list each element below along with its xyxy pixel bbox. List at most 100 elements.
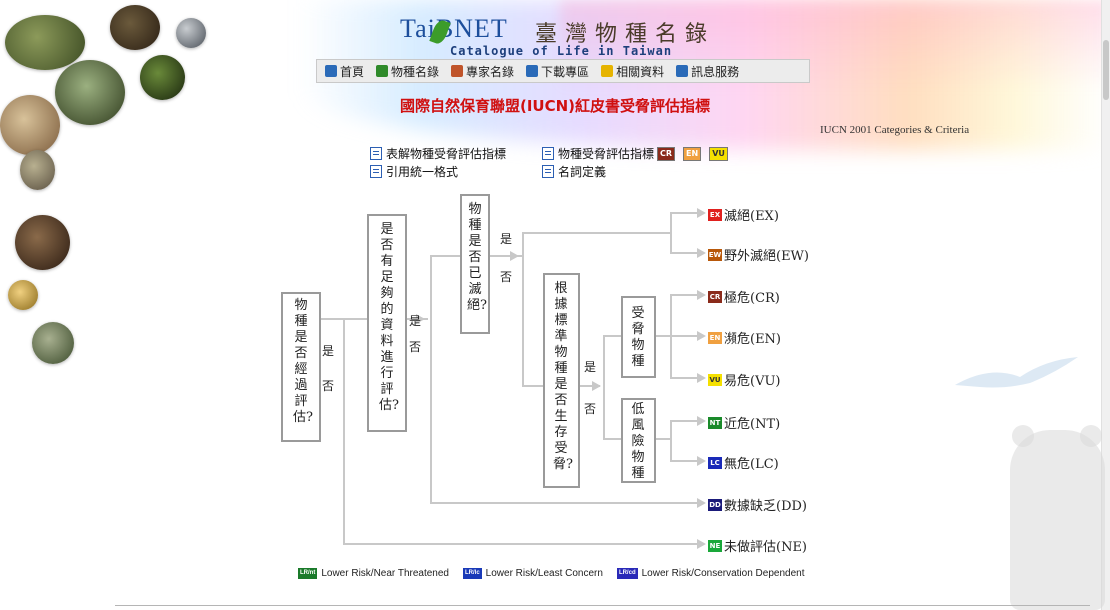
badge-vu[interactable]: VU bbox=[709, 146, 728, 161]
nav-item-label[interactable]: 相關資料 bbox=[616, 64, 665, 79]
lc-badge-icon: LC bbox=[708, 456, 722, 469]
category-cr-label[interactable]: 極危(CR) bbox=[724, 291, 780, 306]
document-icon bbox=[370, 165, 382, 178]
q3-text: 物種是否已滅絕? bbox=[467, 202, 487, 313]
threatened-box: 受脅物種 bbox=[621, 296, 656, 378]
category-ex-label[interactable]: 滅絕(EX) bbox=[724, 209, 779, 224]
q4-box: 根據標準物種是否生存受脅? bbox=[543, 273, 580, 488]
citation-link[interactable]: 引用統一格式 bbox=[370, 163, 458, 180]
low-risk-text: 低風險物種 bbox=[631, 402, 645, 481]
threatened-text: 受脅物種 bbox=[631, 306, 645, 369]
lr-lc-badge-icon: LR/lc bbox=[462, 568, 482, 579]
nav-item-label[interactable]: 訊息服務 bbox=[691, 64, 740, 79]
citation-link-label[interactable]: 引用統一格式 bbox=[386, 165, 459, 179]
badge-en[interactable]: EN bbox=[683, 146, 702, 161]
document-icon bbox=[370, 147, 382, 160]
q3-no: 否 bbox=[500, 270, 513, 284]
category-lc-label[interactable]: 無危(LC) bbox=[724, 457, 779, 472]
photo-spider bbox=[15, 215, 70, 270]
category-ew-label[interactable]: 野外滅絕(EW) bbox=[724, 249, 809, 264]
criteria-version: IUCN 2001 Categories & Criteria bbox=[820, 124, 970, 136]
document-icon bbox=[542, 165, 554, 178]
ne-badge-icon: NE bbox=[708, 539, 722, 552]
low-risk-box: 低風險物種 bbox=[621, 398, 656, 483]
species-photo-collage bbox=[0, 0, 215, 380]
q2-box: 是否有足夠的資料進行評估? bbox=[367, 214, 407, 432]
lr-cd-badge-icon: LR/cd bbox=[616, 568, 638, 579]
nav-item-2[interactable]: 專家名錄 bbox=[451, 63, 514, 80]
q2-text: 是否有足夠的資料進行評估? bbox=[379, 222, 399, 413]
vertical-scrollbar[interactable] bbox=[1101, 0, 1110, 610]
q3-yes: 是 bbox=[500, 232, 513, 246]
photo-beetle bbox=[55, 60, 125, 125]
footer-divider bbox=[115, 605, 1090, 606]
legend-label: Lower Risk/Near Threatened bbox=[321, 568, 449, 579]
nav-item-4[interactable]: 相關資料 bbox=[601, 63, 664, 80]
diagram-link[interactable]: 表解物種受脅評估指標 bbox=[370, 145, 506, 162]
nav-item-3[interactable]: 下載專區 bbox=[526, 63, 589, 80]
photo-fruit bbox=[8, 280, 38, 310]
q2-no: 否 bbox=[409, 340, 422, 354]
bird-silhouette-icon bbox=[955, 357, 1078, 388]
nav-item-0[interactable]: 首頁 bbox=[325, 63, 364, 80]
lr-nt-badge-icon: LR/nt bbox=[298, 568, 318, 579]
bear-silhouette-icon bbox=[1010, 430, 1105, 610]
category-vu-label[interactable]: 易危(VU) bbox=[724, 374, 781, 389]
nav-item-label[interactable]: 專家名錄 bbox=[466, 64, 515, 79]
category-dd-label[interactable]: 數據缺乏(DD) bbox=[724, 499, 807, 514]
glossary-link[interactable]: 名詞定義 bbox=[542, 163, 606, 180]
nt-badge-icon: NT bbox=[708, 416, 722, 429]
legend-label: Lower Risk/Conservation Dependent bbox=[641, 568, 805, 579]
category-en-label[interactable]: 瀕危(EN) bbox=[724, 332, 782, 347]
ew-badge-icon: EW bbox=[708, 248, 722, 261]
category-nt-label[interactable]: 近危(NT) bbox=[724, 417, 781, 432]
q4-no: 否 bbox=[584, 402, 597, 416]
q2-yes: 是 bbox=[409, 314, 422, 328]
link-panel: 表解物種受脅評估指標 物種受脅評估指標 CR EN VU 引用統一格式 名詞定義 bbox=[370, 145, 790, 185]
q1-text: 物種是否經過評估? bbox=[293, 298, 313, 425]
criteria-link-label[interactable]: 物種受脅評估指標 bbox=[558, 147, 655, 161]
nav-item-5[interactable]: 訊息服務 bbox=[676, 63, 739, 80]
q1-no: 否 bbox=[322, 379, 335, 393]
glossary-link-label[interactable]: 名詞定義 bbox=[558, 165, 607, 179]
nav-item-label[interactable]: 下載專區 bbox=[541, 64, 590, 79]
photo-insect bbox=[110, 5, 160, 50]
category-ne-label[interactable]: 未做評估(NE) bbox=[724, 540, 808, 555]
page-title: 國際自然保育聯盟(IUCN)紅皮書受脅評估指標 bbox=[399, 97, 711, 115]
en-badge-icon: EN bbox=[708, 331, 722, 344]
legend-label: Lower Risk/Least Concern bbox=[485, 568, 603, 579]
ex-badge-icon: EX bbox=[708, 208, 722, 221]
nav-item-label[interactable]: 物種名錄 bbox=[391, 64, 440, 79]
badge-cr[interactable]: CR bbox=[657, 146, 676, 161]
photo-bug bbox=[140, 55, 185, 100]
q1-yes: 是 bbox=[322, 344, 335, 358]
logo-brand: TaiBNET bbox=[400, 14, 508, 43]
scrollbar-thumb[interactable] bbox=[1103, 40, 1109, 100]
person-icon bbox=[451, 65, 464, 77]
photo-frog bbox=[5, 15, 85, 70]
photo-plant bbox=[20, 150, 55, 190]
photo-snail bbox=[176, 18, 206, 48]
q3-box: 物種是否已滅絕? bbox=[460, 194, 490, 334]
disk-icon bbox=[526, 65, 539, 77]
q1-box: 物種是否經過評估? bbox=[281, 292, 321, 442]
logo-title: 臺灣物種名錄 bbox=[535, 22, 716, 47]
site-logo[interactable]: TaiBNET 臺灣物種名錄 Catalogue of Life in Taiw… bbox=[400, 14, 720, 64]
nav-item-1[interactable]: 物種名錄 bbox=[376, 63, 439, 80]
nav-item-label[interactable]: 首頁 bbox=[340, 64, 365, 79]
diagram-link-label[interactable]: 表解物種受脅評估指標 bbox=[386, 147, 507, 161]
dd-badge-icon: DD bbox=[708, 498, 722, 511]
home-icon bbox=[325, 65, 337, 77]
criteria-link[interactable]: 物種受脅評估指標 CR EN VU bbox=[542, 145, 728, 162]
